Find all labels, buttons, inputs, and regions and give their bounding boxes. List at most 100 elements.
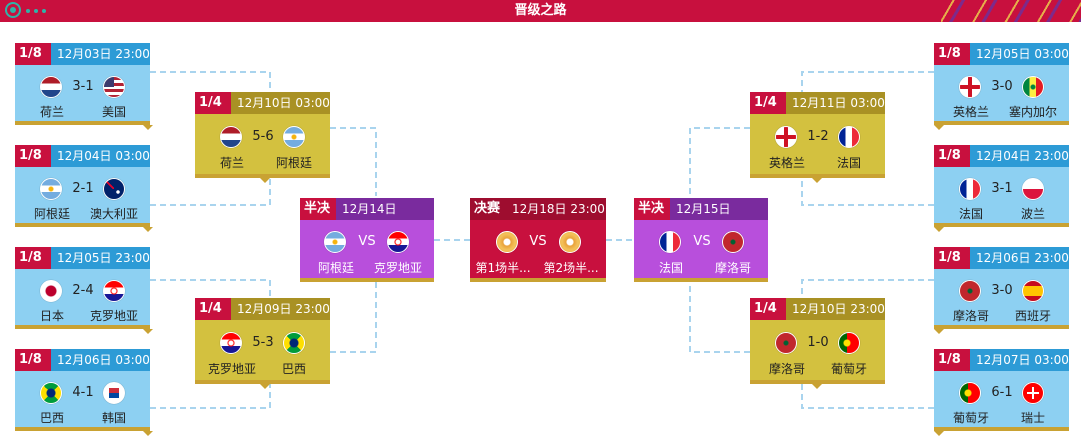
match-date: 12月14日 03:00 <box>336 198 434 238</box>
match-card-r16-4[interactable]: 1/8 12月06日 03:00 4-1 巴西 韩国 <box>15 349 153 436</box>
home-team-name: 葡萄牙 <box>952 411 989 425</box>
home-team-name: 荷兰 <box>39 105 64 119</box>
away-team-name: 摩洛哥 <box>714 261 751 275</box>
match-date: 12月10日 03:00 <box>231 92 330 114</box>
portugal-flag-icon <box>838 332 860 354</box>
round-label: 1/8 <box>15 349 51 371</box>
card-strip <box>934 223 1069 227</box>
away-team-name: 第2场半... <box>543 261 599 275</box>
card-notch <box>934 431 944 436</box>
match-card-sf-1[interactable]: 半决 12月14日 03:00 VS 阿根廷 克罗地亚 <box>300 198 434 282</box>
argentina-flag-icon <box>283 126 305 148</box>
home-team-name: 阿根廷 <box>317 261 354 275</box>
card-strip <box>750 380 885 384</box>
match-body: 5-6 荷兰 阿根廷 <box>195 114 330 174</box>
japan-flag-icon <box>40 280 62 302</box>
match-score: 4-1 <box>72 385 94 400</box>
card-strip <box>750 174 885 178</box>
match-date: 12月07日 03:00 <box>970 349 1069 371</box>
match-card-r16-8[interactable]: 1/8 12月07日 03:00 6-1 葡萄牙 瑞士 <box>934 349 1069 436</box>
away-team-name: 波兰 <box>1020 207 1045 221</box>
away-team-name: 巴西 <box>281 362 306 376</box>
match-body: 5-3 克罗地亚 巴西 <box>195 320 330 380</box>
round-label: 1/8 <box>934 145 970 167</box>
usa-flag-icon <box>103 76 125 98</box>
round-label: 1/8 <box>934 43 970 65</box>
card-strip <box>634 278 768 282</box>
match-card-r16-1[interactable]: 1/8 12月03日 23:00 3-1 荷兰 美国 <box>15 43 153 130</box>
card-strip <box>300 278 434 282</box>
match-score: 3-1 <box>991 181 1013 196</box>
senegal-flag-icon <box>1022 76 1044 98</box>
match-card-r16-6[interactable]: 1/8 12月04日 23:00 3-1 法国 波兰 <box>934 145 1069 232</box>
match-body: 2-1 阿根廷 澳大利亚 <box>15 167 150 223</box>
header-bar: 晋级之路 <box>0 0 1081 22</box>
placeholder-ball-icon <box>496 231 518 253</box>
france-flag-icon <box>659 231 681 253</box>
card-notch <box>143 125 153 130</box>
card-strip <box>934 325 1069 329</box>
match-date: 12月10日 23:00 <box>786 298 885 320</box>
away-team-name: 葡萄牙 <box>830 362 867 376</box>
match-card-qf-1[interactable]: 1/4 12月10日 03:00 5-6 荷兰 阿根廷 <box>195 92 330 183</box>
card-strip <box>15 325 150 329</box>
away-team-name: 澳大利亚 <box>89 207 138 221</box>
card-strip <box>195 380 330 384</box>
away-team-name: 西班牙 <box>1014 309 1051 323</box>
croatia-flag-icon <box>103 280 125 302</box>
card-strip <box>15 121 150 125</box>
home-team-name: 法国 <box>958 207 983 221</box>
morocco-flag-icon <box>959 280 981 302</box>
round-label: 1/8 <box>15 247 51 269</box>
match-body: 3-0 摩洛哥 西班牙 <box>934 269 1069 325</box>
spain-flag-icon <box>1022 280 1044 302</box>
match-date: 12月05日 03:00 <box>970 43 1069 65</box>
card-notch <box>934 125 944 130</box>
match-score: 5-6 <box>252 129 274 144</box>
match-body: VS 阿根廷 克罗地亚 <box>300 220 434 278</box>
round-label: 半决 <box>634 198 670 220</box>
match-card-qf-3[interactable]: 1/4 12月11日 03:00 1-2 英格兰 法国 <box>750 92 885 183</box>
card-strip <box>195 174 330 178</box>
match-body: VS 法国 摩洛哥 <box>634 220 768 278</box>
match-date: 12月11日 03:00 <box>786 92 885 114</box>
card-notch <box>812 178 822 183</box>
argentina-flag-icon <box>324 231 346 253</box>
match-card-r16-5[interactable]: 1/8 12月05日 03:00 3-0 英格兰 塞内加尔 <box>934 43 1069 130</box>
round-label: 1/8 <box>934 247 970 269</box>
morocco-flag-icon <box>775 332 797 354</box>
away-team-name: 法国 <box>836 156 861 170</box>
round-label: 1/8 <box>934 349 970 371</box>
match-score: 5-3 <box>252 335 274 350</box>
away-team-name: 瑞士 <box>1020 411 1045 425</box>
match-card-qf-4[interactable]: 1/4 12月10日 23:00 1-0 摩洛哥 葡萄牙 <box>750 298 885 389</box>
match-card-r16-2[interactable]: 1/8 12月04日 03:00 2-1 阿根廷 澳大利亚 <box>15 145 153 232</box>
away-team-name: 美国 <box>101 105 126 119</box>
match-body: 6-1 葡萄牙 瑞士 <box>934 371 1069 427</box>
match-body: 1-0 摩洛哥 葡萄牙 <box>750 320 885 380</box>
match-score: 3-0 <box>991 79 1013 94</box>
match-date: 12月06日 03:00 <box>51 349 150 371</box>
home-team-name: 巴西 <box>39 411 64 425</box>
home-team-name: 克罗地亚 <box>207 362 256 376</box>
match-card-qf-2[interactable]: 1/4 12月09日 23:00 5-3 克罗地亚 巴西 <box>195 298 330 389</box>
away-team-name: 阿根廷 <box>275 156 312 170</box>
south-korea-flag-icon <box>103 382 125 404</box>
match-date: 12月03日 23:00 <box>51 43 150 65</box>
match-card-sf-2[interactable]: 半决 12月15日 03:00 VS 法国 摩洛哥 <box>634 198 768 282</box>
round-label: 1/8 <box>15 43 51 65</box>
round-label: 1/4 <box>195 298 231 320</box>
away-team-name: 塞内加尔 <box>1008 105 1057 119</box>
card-strip <box>470 278 606 282</box>
brazil-flag-icon <box>40 382 62 404</box>
card-strip <box>15 223 150 227</box>
netherlands-flag-icon <box>220 126 242 148</box>
match-card-r16-3[interactable]: 1/8 12月05日 23:00 2-4 日本 克罗地亚 <box>15 247 153 334</box>
match-card-r16-7[interactable]: 1/8 12月06日 23:00 3-0 摩洛哥 西班牙 <box>934 247 1069 334</box>
card-notch <box>934 227 944 232</box>
poland-flag-icon <box>1022 178 1044 200</box>
match-card-final[interactable]: 决赛 12月18日 23:00 VS 第1场半... 第2场半... <box>470 198 606 282</box>
australia-flag-icon <box>103 178 125 200</box>
match-score: 3-0 <box>991 283 1013 298</box>
decorative-stripes <box>941 0 1081 22</box>
